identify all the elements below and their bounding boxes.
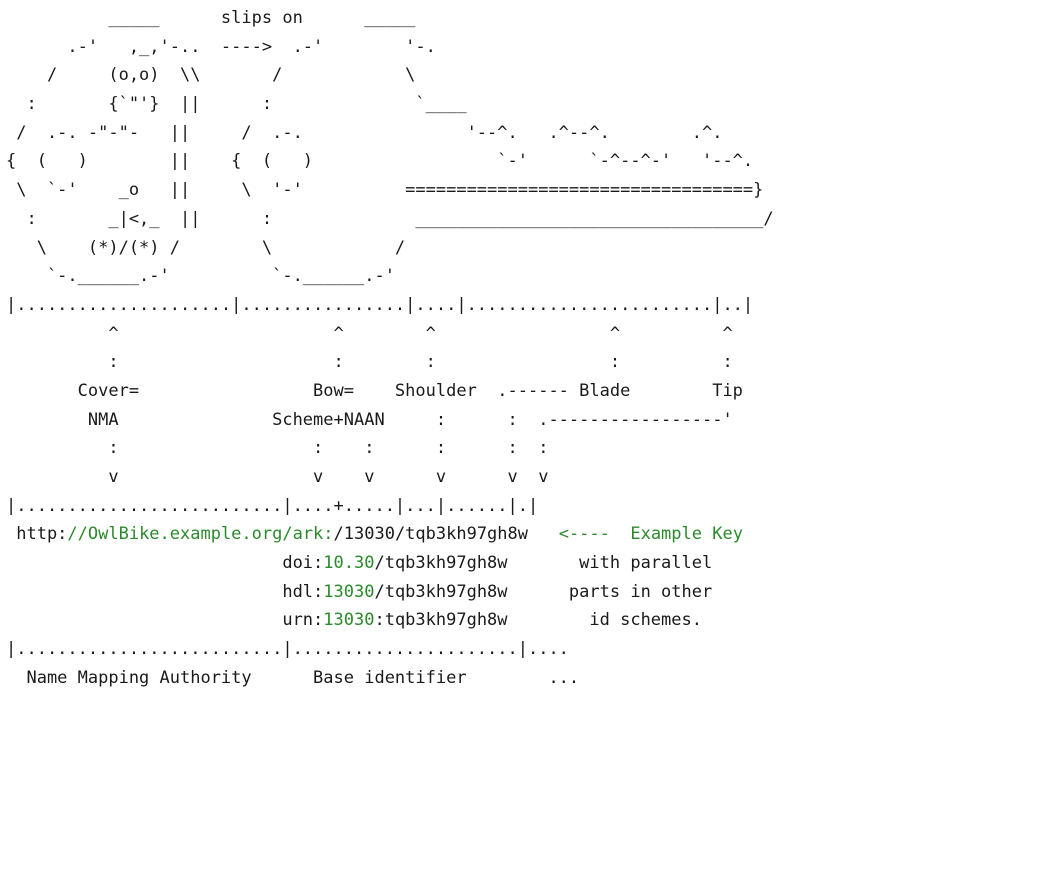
diagram-line: urn:13030:tqb3kh97gh8w id schemes. — [6, 606, 774, 635]
ark-identifier-ascii-diagram: _____ slips on _____ .-' ,_,'-.. ----> .… — [6, 4, 774, 693]
diagram-text: Name Mapping Authority Base identifier .… — [6, 667, 580, 688]
diagram-text: \ (*)/(*) / \ / — [6, 237, 406, 258]
diagram-line: : _|<,_ || : ___________________________… — [6, 205, 774, 234]
diagram-text: v v v v v v — [6, 467, 549, 487]
diagram-text: : _|<,_ || : ___________________________… — [6, 208, 774, 229]
diagram-line: hdl:13030/tqb3kh97gh8w parts in other — [6, 578, 774, 607]
diagram-line: .-' ,_,'-.. ----> .-' '-. — [6, 33, 774, 62]
diagram-text: ^ ^ ^ ^ ^ — [6, 323, 733, 344]
diagram-line: |..........................|............… — [6, 635, 774, 664]
diagram-line: : {`"'} || : `____ — [6, 90, 774, 119]
diagram-text: Cover= Bow= Shoulder .------ Blade Tip — [6, 380, 743, 401]
diagram-line: doi:10.30/tqb3kh97gh8w with parallel — [6, 549, 774, 578]
diagram-line: / (o,o) \\ / \ — [6, 61, 774, 90]
diagram-line: NMA Scheme+NAAN : : .-----------------' — [6, 406, 774, 435]
highlighted-text: 13030 — [323, 581, 375, 602]
diagram-line: v v v v v v — [6, 463, 774, 492]
diagram-line: { ( ) || { ( ) `-' `-^--^-' '--^. — [6, 147, 774, 176]
diagram-text: /tqb3kh97gh8w with parallel — [374, 553, 713, 574]
diagram-text: /tqb3kh97gh8w parts in other — [374, 581, 713, 602]
diagram-line: _____ slips on _____ — [6, 4, 774, 33]
diagram-text: |..........................|............… — [6, 639, 569, 660]
highlighted-text: 13030 — [323, 610, 375, 631]
highlighted-text: 10.30 — [323, 553, 375, 574]
highlighted-text: //OwlBike.example.org/ark: — [67, 524, 334, 545]
diagram-line: |.....................|................|… — [6, 291, 774, 320]
diagram-text: NMA Scheme+NAAN : : .-----------------' — [6, 409, 733, 430]
diagram-line: ^ ^ ^ ^ ^ — [6, 320, 774, 349]
diagram-line: / .-. -"-"- || / .-. '--^. .^--^. .^. — [6, 119, 774, 148]
diagram-text: _____ slips on _____ — [6, 8, 416, 28]
highlighted-text: <---- Example Key — [558, 524, 743, 545]
diagram-text: doi: — [6, 553, 324, 574]
diagram-line: http://OwlBike.example.org/ark:/13030/tq… — [6, 520, 774, 549]
diagram-text: : {`"'} || : `____ — [6, 94, 467, 115]
diagram-text: : : : : : — [6, 352, 733, 373]
diagram-text: |.....................|................|… — [6, 294, 754, 315]
diagram-text: |..........................|....+.....|.… — [6, 495, 539, 516]
diagram-text: http: — [6, 524, 68, 545]
diagram-text: :tqb3kh97gh8w id schemes. — [374, 610, 702, 631]
diagram-line: Name Mapping Authority Base identifier .… — [6, 664, 774, 693]
diagram-text: / .-. -"-"- || / .-. '--^. .^--^. .^. — [6, 122, 723, 143]
diagram-text: hdl: — [6, 581, 324, 602]
diagram-text: \ `-' _o || \ '-' ======================… — [6, 180, 764, 201]
diagram-text: /13030/tqb3kh97gh8w — [333, 524, 559, 545]
diagram-line: : : : : : — [6, 348, 774, 377]
diagram-text: { ( ) || { ( ) `-' `-^--^-' '--^. — [6, 151, 754, 172]
diagram-text: urn: — [6, 610, 324, 631]
diagram-line: \ `-' _o || \ '-' ======================… — [6, 176, 774, 205]
diagram-text: / (o,o) \\ / \ — [6, 65, 416, 86]
diagram-line: |..........................|....+.....|.… — [6, 492, 774, 521]
diagram-line: `-.______.-' `-.______.-' — [6, 262, 774, 291]
diagram-text: .-' ,_,'-.. ----> .-' '-. — [6, 36, 436, 57]
diagram-text: : : : : : : — [6, 438, 549, 459]
diagram-line: \ (*)/(*) / \ / — [6, 234, 774, 263]
diagram-text: `-.______.-' `-.______.-' — [6, 266, 395, 287]
diagram-line: Cover= Bow= Shoulder .------ Blade Tip — [6, 377, 774, 406]
diagram-line: : : : : : : — [6, 434, 774, 463]
